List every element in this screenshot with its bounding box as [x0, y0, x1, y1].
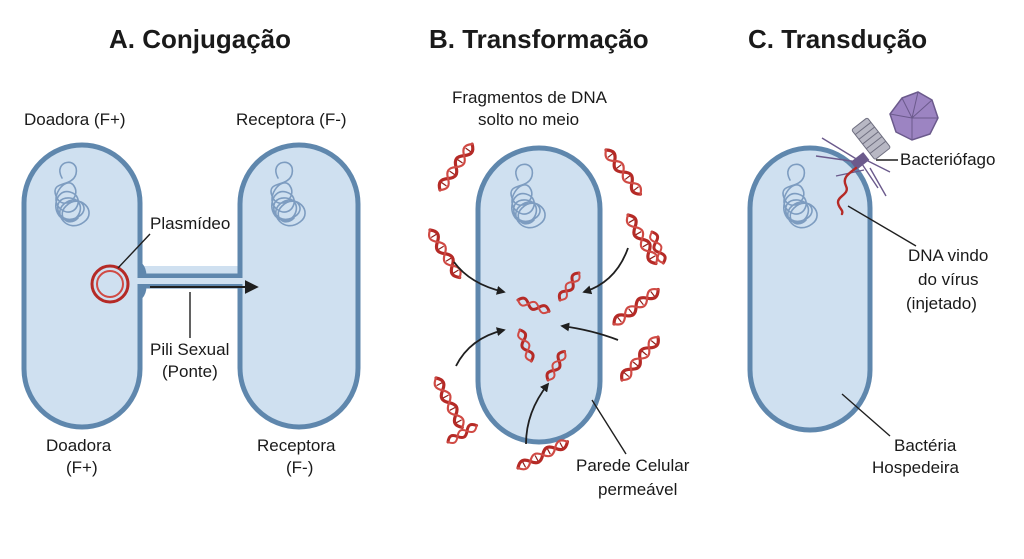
host-label-line1: Bactéria — [894, 436, 957, 455]
donor-top-label: Doadora (F+) — [24, 110, 126, 129]
viral-dna-label-line3: (injetado) — [906, 294, 977, 313]
panel-a-title: A. Conjugação — [109, 24, 292, 54]
panel-transduction — [747, 91, 939, 437]
cell-wall-label-line1: Parede Celular — [576, 456, 690, 475]
donor-bottom-label-line1: Doadora — [46, 436, 112, 455]
host-label-line2: Hospedeira — [872, 458, 959, 477]
panel-c-title: C. Transdução — [748, 24, 928, 54]
panel-b-title: B. Transformação — [429, 24, 649, 54]
plasmid-label: Plasmídeo — [150, 214, 231, 233]
pilus-label-line1: Pili Sexual — [150, 340, 230, 359]
recipient-cell — [237, 142, 361, 430]
fragments-label-line2: solto no meio — [478, 110, 580, 129]
phage-label: Bacteriófago — [900, 150, 996, 169]
uptake-arrows — [453, 247, 629, 445]
fragments-label-line1: Fragmentos de DNA — [452, 88, 607, 107]
cell-wall-label-line2: permeável — [598, 480, 678, 499]
competent-cell — [475, 145, 603, 445]
recipient-bottom-label-line2: (F-) — [286, 458, 314, 477]
viral-dna-label-line2: do vírus — [918, 270, 979, 289]
injected-viral-dna — [836, 166, 858, 216]
panel-transformation — [424, 139, 669, 474]
plasmid — [90, 264, 130, 304]
donor-cell — [21, 142, 143, 430]
viral-dna-label-line1: DNA vindo — [908, 246, 989, 265]
recipient-bottom-label-line1: Receptora — [257, 436, 336, 455]
donor-bottom-label-line2: (F+) — [66, 458, 98, 477]
pilus-label-line2: (Ponte) — [162, 362, 218, 381]
host-cell — [747, 145, 873, 433]
panel-conjugation — [21, 142, 361, 430]
recipient-top-label: Receptora (F-) — [236, 110, 347, 129]
